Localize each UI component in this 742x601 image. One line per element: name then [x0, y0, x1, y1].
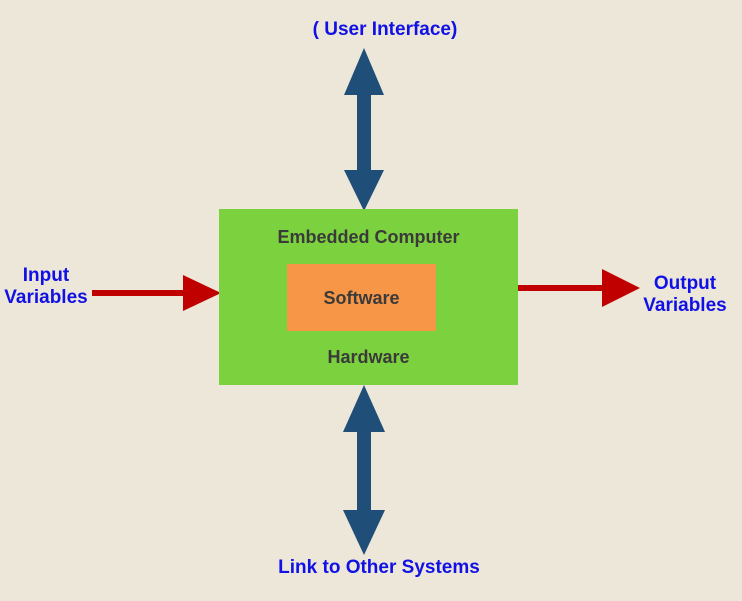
output-label-line-1: Output — [653, 273, 717, 294]
user-interface-label: ( User Interface) — [312, 19, 458, 40]
output-arrow — [517, 269, 640, 307]
input-arrow — [92, 275, 221, 311]
software-label: Software — [323, 288, 400, 308]
other-systems-arrow — [343, 385, 385, 555]
hardware-label: Hardware — [327, 347, 410, 367]
output-variables-label: Output Variables — [632, 273, 738, 317]
input-label-line-2: Variables — [4, 287, 88, 308]
other-systems-label: Link to Other Systems — [278, 557, 480, 578]
user-interface-arrow — [344, 48, 384, 211]
input-label-line-1: Input — [22, 265, 70, 286]
input-variables-label: Input Variables — [0, 265, 92, 309]
output-label-line-2: Variables — [643, 295, 727, 316]
embedded-computer-title: Embedded Computer — [277, 227, 460, 247]
software-box — [287, 264, 436, 331]
